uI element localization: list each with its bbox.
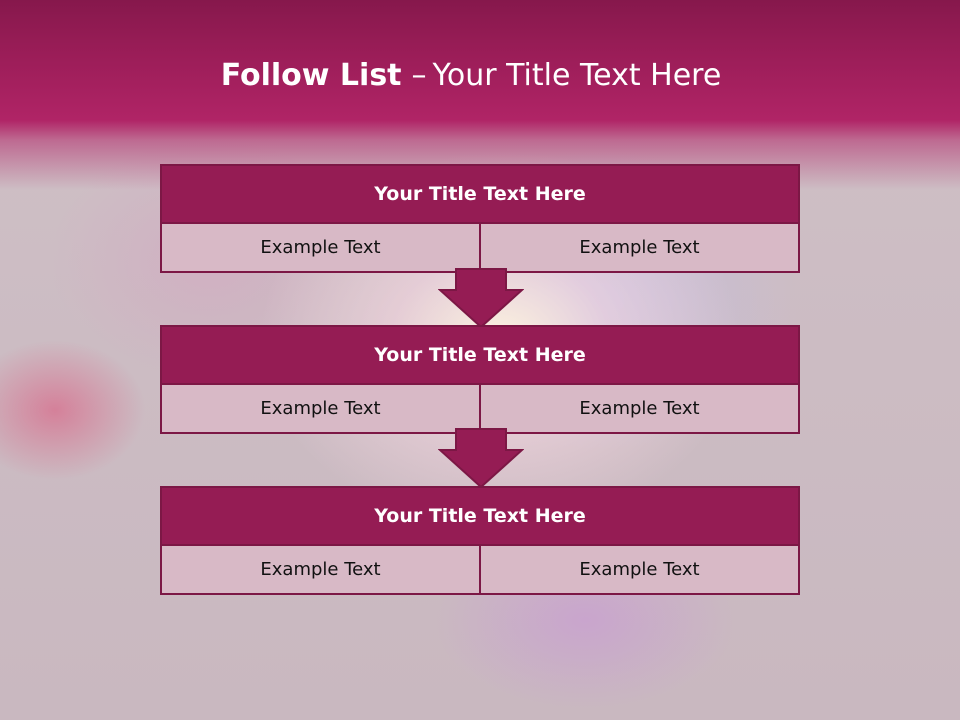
step-3-right-cell: Example Text — [479, 546, 798, 593]
step-row-2: Example Text Example Text — [162, 385, 798, 432]
step-2-right-cell: Example Text — [479, 385, 798, 432]
slide-title: Follow List–Your Title Text Here — [0, 56, 942, 96]
step-1-right-cell: Example Text — [479, 224, 798, 271]
step-box-3: Your Title Text Here Example Text Exampl… — [160, 486, 800, 595]
step-row-3: Example Text Example Text — [162, 546, 798, 593]
step-1-left-cell: Example Text — [162, 224, 479, 271]
step-box-1: Your Title Text Here Example Text Exampl… — [160, 164, 800, 273]
step-2-left-cell: Example Text — [162, 385, 479, 432]
header-band — [0, 0, 960, 190]
step-title-3: Your Title Text Here — [162, 488, 798, 546]
down-arrow-icon — [438, 428, 524, 488]
step-title-2: Your Title Text Here — [162, 327, 798, 385]
title-bold: Follow List — [220, 58, 402, 93]
title-dash: – — [411, 58, 427, 93]
step-title-1: Your Title Text Here — [162, 166, 798, 224]
step-3-left-cell: Example Text — [162, 546, 479, 593]
step-row-1: Example Text Example Text — [162, 224, 798, 271]
down-arrow-icon — [438, 268, 524, 328]
title-rest: Your Title Text Here — [432, 58, 722, 93]
step-box-2: Your Title Text Here Example Text Exampl… — [160, 325, 800, 434]
